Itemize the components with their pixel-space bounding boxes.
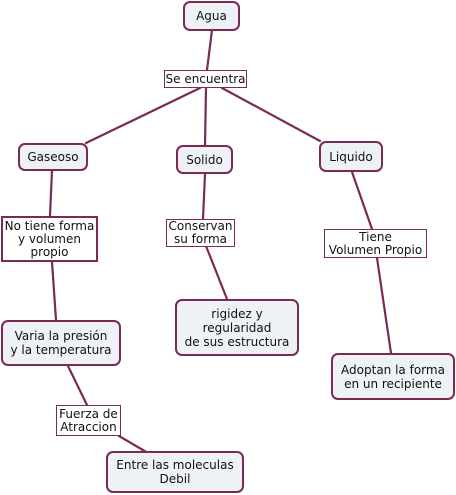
connector-solido-conservan [201,172,207,221]
connector-conservan-rigidez [204,244,229,301]
node-adoptan-forma[interactable]: Adoptan la forma en un recipiente [331,353,455,400]
label-tiene-volumen[interactable]: Tiene Volumen Propio [324,229,427,258]
node-rigidez[interactable]: rigidez y regularidad de sus estructura [175,299,299,356]
node-solido[interactable]: Solido [176,145,233,174]
connector-tiene-adoptan [375,256,393,355]
connector-liquido-tiene [350,170,374,231]
node-varia-presion[interactable]: Varia la presión y la temperatura [1,320,121,366]
connector-notiene-varia [50,260,58,322]
node-entre-moleculas[interactable]: Entre las moleculas Debil [106,451,244,493]
node-liquido[interactable]: Liquido [319,141,383,172]
node-agua[interactable]: Agua [183,1,240,31]
connector-seencuentra-gaseoso [84,86,202,145]
connector-seencuentra-liquido [220,86,322,143]
node-no-tiene-forma[interactable]: No tiene forma y volumen propio [1,216,98,262]
connector-seencuentra-solido [203,86,208,148]
connector-fuerza-moleculas [117,434,150,455]
label-fuerza-atraccion[interactable]: Fuerza de Atraccion [56,405,121,436]
node-gaseoso[interactable]: Gaseoso [18,143,88,171]
connector-varia-fuerza [66,364,89,407]
label-se-encuentra[interactable]: Se encuentra [164,70,247,88]
label-conservan-forma[interactable]: Conservan su forma [166,219,235,247]
connector-gaseoso-notiene [48,168,54,218]
connector-agua-seencuentra [205,28,214,72]
